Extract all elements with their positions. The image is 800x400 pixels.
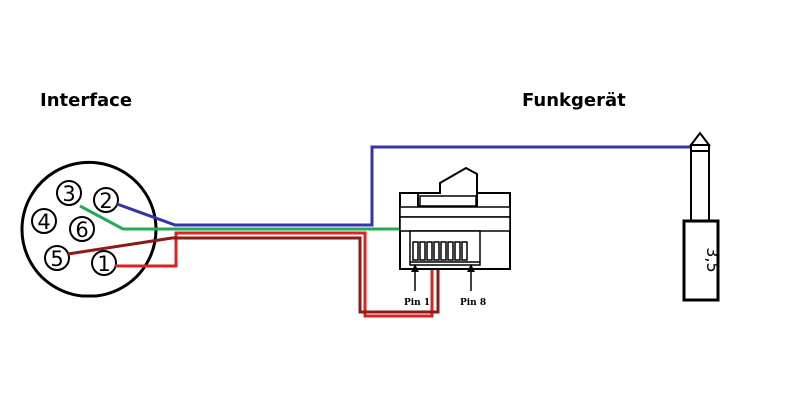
din-pin-4-label: 4 (37, 210, 50, 234)
jack-shaft (690, 144, 710, 222)
jack-size-label: 3,5 (703, 247, 722, 272)
pin1-label: Pin 1 (404, 298, 430, 308)
din-pin-1-label: 1 (97, 252, 110, 276)
din-pin-6: 6 (69, 216, 95, 242)
din-pin-5-label: 5 (50, 247, 63, 271)
blue-wire (116, 145, 698, 227)
pin8-label: Pin 8 (460, 298, 486, 308)
din-pin-1: 1 (91, 250, 117, 276)
interface-title: Interface (40, 90, 132, 111)
rj45-contacts (410, 241, 480, 263)
radio-title: Funkgerät (522, 90, 626, 111)
rj45-plug (399, 166, 511, 270)
din-pin-5: 5 (44, 245, 70, 271)
pin1-arrow (411, 264, 419, 291)
din-pin-2: 2 (93, 187, 119, 213)
pin8-arrow (467, 264, 475, 291)
din-pin-2-label: 2 (99, 189, 112, 213)
jack-tip (689, 131, 711, 146)
dark-red-wire (67, 236, 440, 314)
din-pin-4: 4 (31, 208, 57, 234)
jack-plug: 3,5 (682, 131, 722, 302)
din-pin-3-label: 3 (62, 182, 75, 206)
jack-body (682, 219, 720, 302)
din-pin-3: 3 (56, 180, 82, 206)
din-pin-6-label: 6 (75, 218, 88, 242)
red-wire (115, 231, 434, 318)
